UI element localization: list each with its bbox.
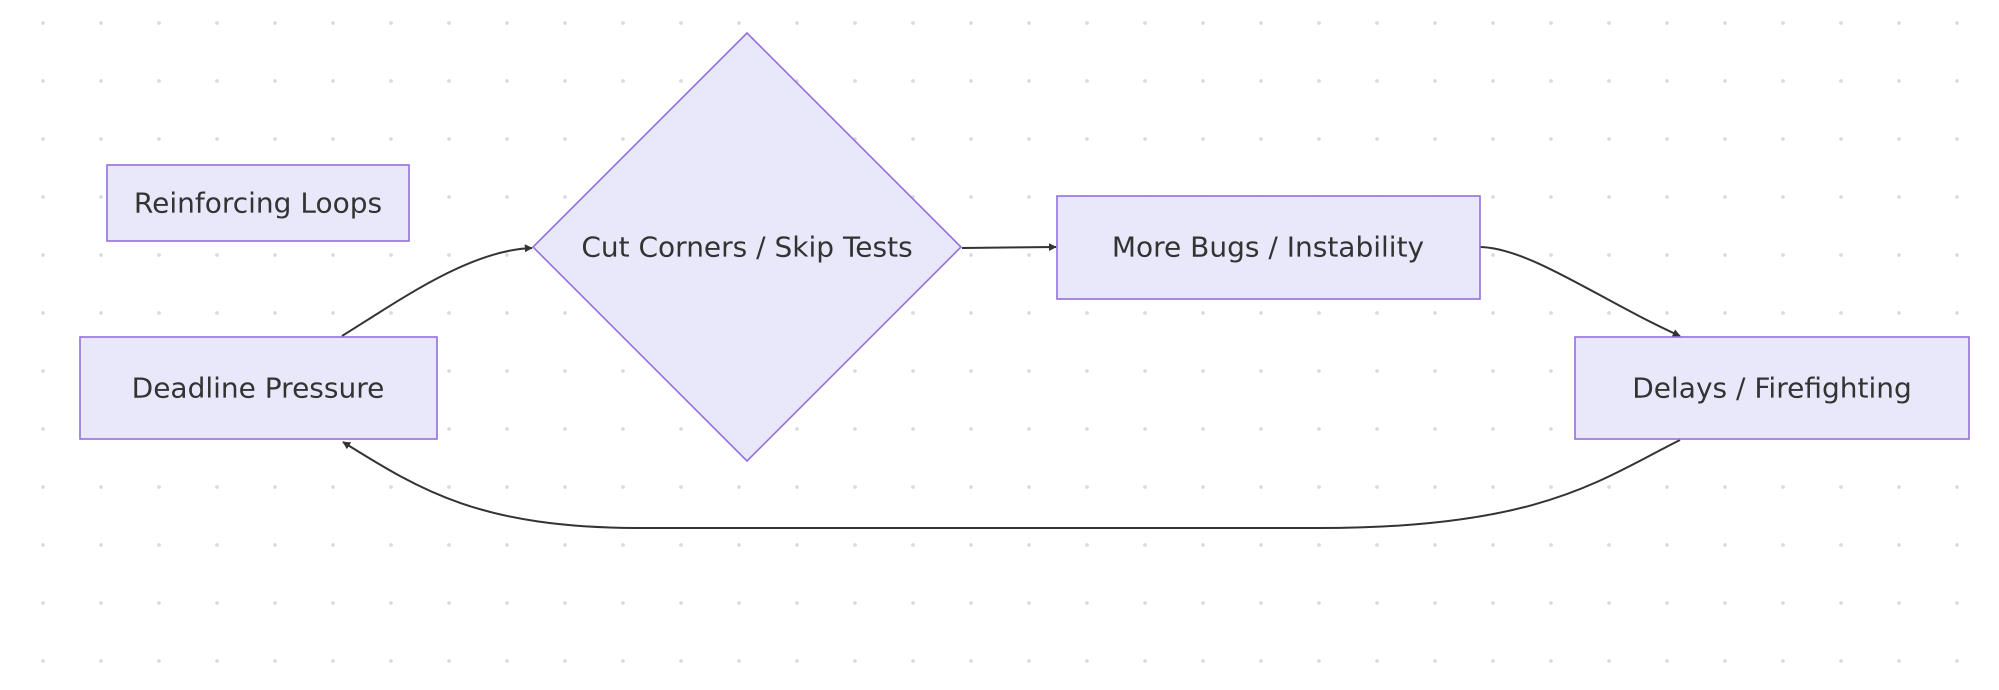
edge-corners-to-bugs: [961, 243, 1057, 252]
edge-pressure-to-corners: [341, 244, 533, 337]
node-cut-corners-label: Cut Corners / Skip Tests: [581, 231, 912, 264]
node-cut-corners: Cut Corners / Skip Tests: [531, 31, 963, 463]
node-more-bugs-box: [1056, 195, 1481, 300]
node-more-bugs-label: More Bugs / Instability: [1112, 231, 1424, 264]
edge-bugs-to-delays: [1479, 246, 1681, 337]
node-delays-firefighting-label: Delays / Firefighting: [1632, 372, 1912, 405]
node-cut-corners-diamond: [531, 31, 963, 463]
edges: [341, 243, 1681, 529]
node-reinforcing-loops-label: Reinforcing Loops: [134, 187, 382, 220]
node-deadline-pressure: Deadline Pressure: [79, 336, 438, 440]
node-delays-firefighting: Delays / Firefighting: [1574, 336, 1970, 440]
node-more-bugs: More Bugs / Instability: [1056, 195, 1481, 300]
node-delays-firefighting-box: [1574, 336, 1970, 440]
node-reinforcing-loops-box: [106, 164, 410, 242]
edge-delays-to-pressure: [342, 439, 1681, 529]
node-deadline-pressure-box: [79, 336, 438, 440]
node-reinforcing-loops: Reinforcing Loops: [106, 164, 410, 242]
node-deadline-pressure-label: Deadline Pressure: [132, 372, 385, 405]
